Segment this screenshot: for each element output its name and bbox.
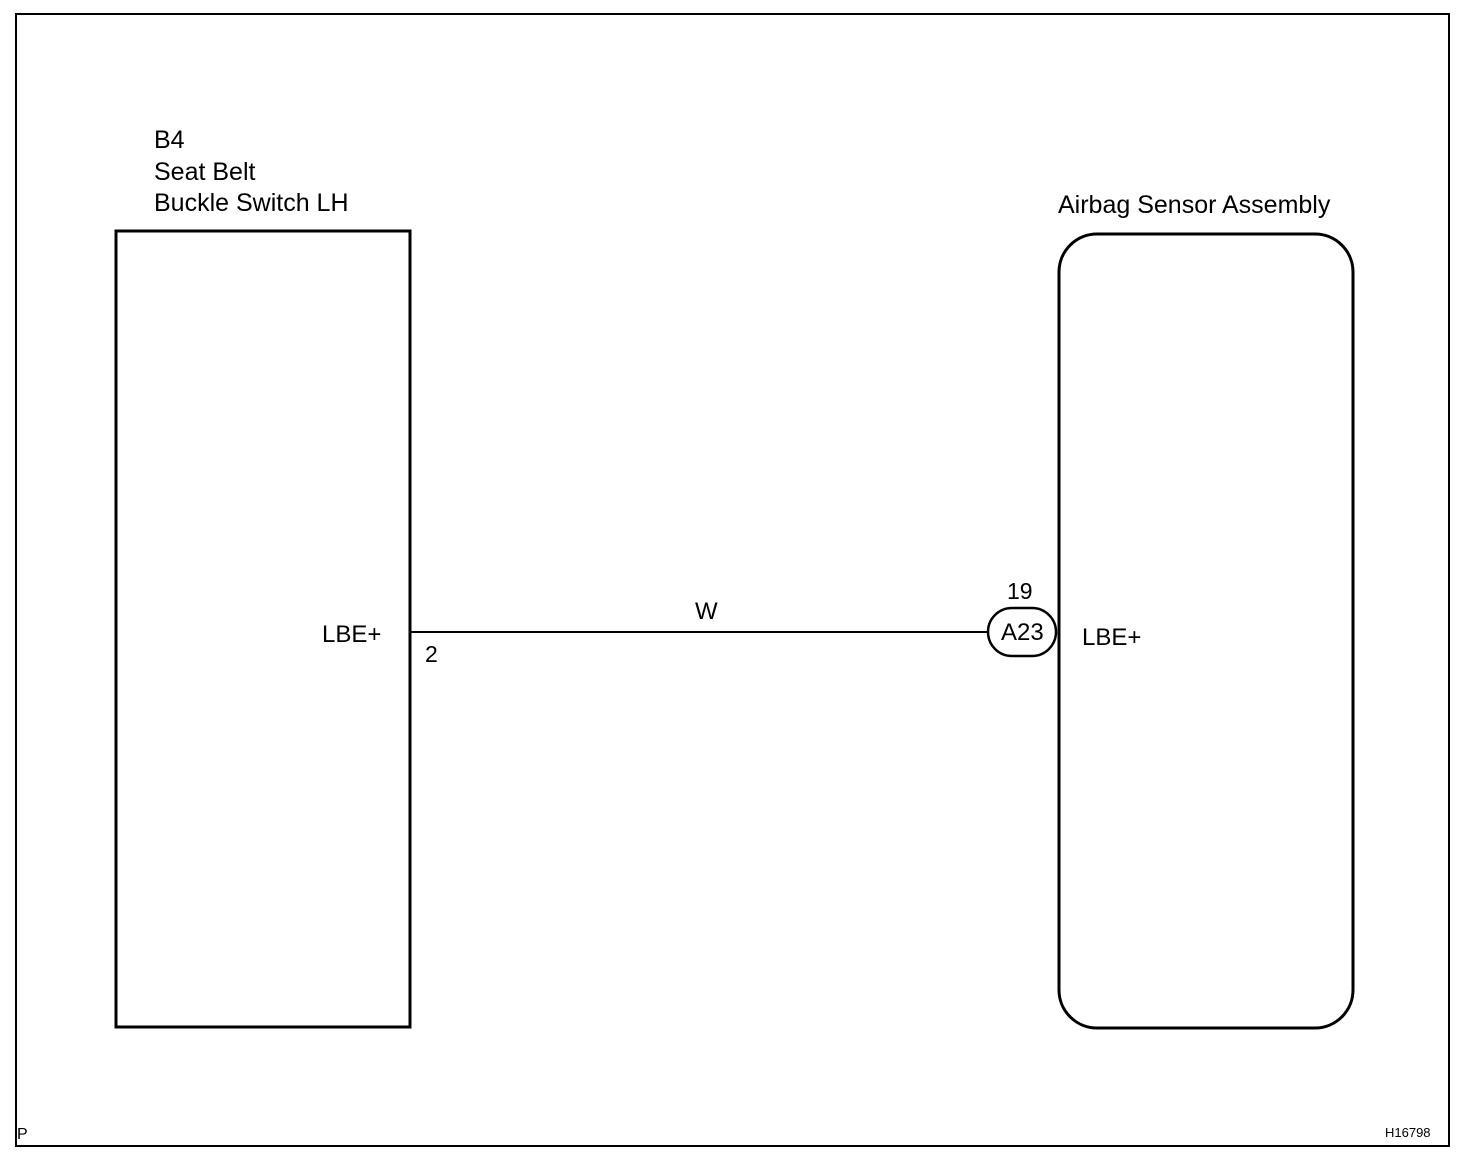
left-component-name-line1: Seat Belt bbox=[154, 158, 256, 186]
left-pin-number: 2 bbox=[425, 641, 438, 667]
airbag-sensor-box bbox=[1057, 232, 1355, 1030]
left-component-name-line2: Buckle Switch LH bbox=[154, 189, 349, 217]
left-pin-name: LBE+ bbox=[322, 621, 382, 648]
buckle-switch-box bbox=[114, 229, 412, 1029]
connector-a23-label: A23 bbox=[1001, 619, 1044, 646]
wire-color-code: W bbox=[695, 598, 718, 625]
figure-id: H16798 bbox=[1385, 1125, 1431, 1140]
diagram-frame bbox=[15, 13, 1450, 1147]
left-component-code: B4 bbox=[154, 126, 185, 154]
right-pin-name: LBE+ bbox=[1082, 624, 1142, 651]
right-component-name: Airbag Sensor Assembly bbox=[1058, 191, 1331, 219]
connector-a23-outline bbox=[986, 606, 1058, 658]
right-pin-number: 19 bbox=[1007, 578, 1033, 604]
footer-left-mark: P bbox=[17, 1126, 28, 1143]
